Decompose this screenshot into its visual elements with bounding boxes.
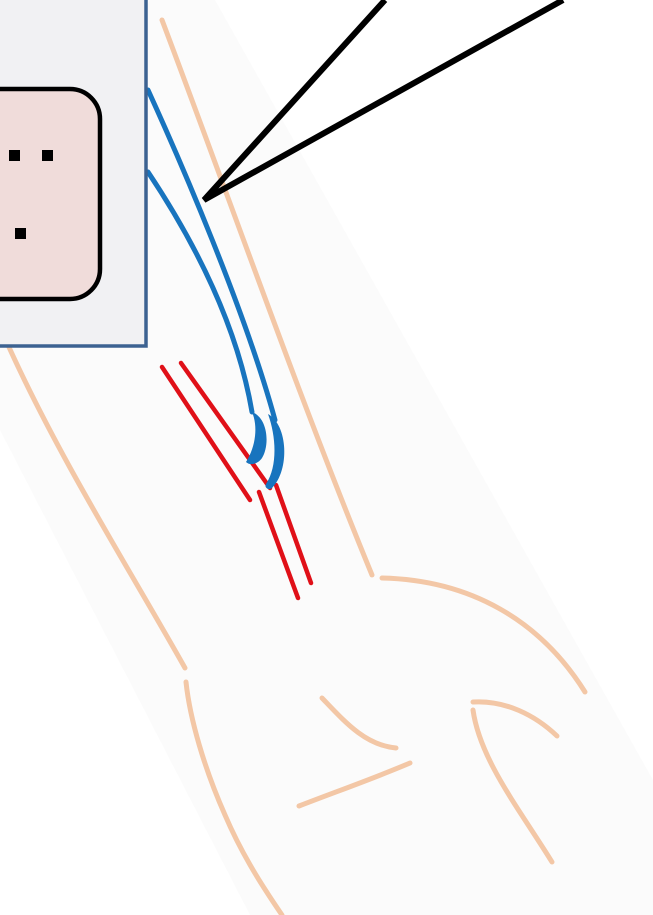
dot-marker (42, 150, 53, 161)
inner-box (0, 89, 100, 299)
dot-marker (9, 150, 20, 161)
dot-marker (15, 228, 26, 239)
info-panel (0, 0, 146, 346)
